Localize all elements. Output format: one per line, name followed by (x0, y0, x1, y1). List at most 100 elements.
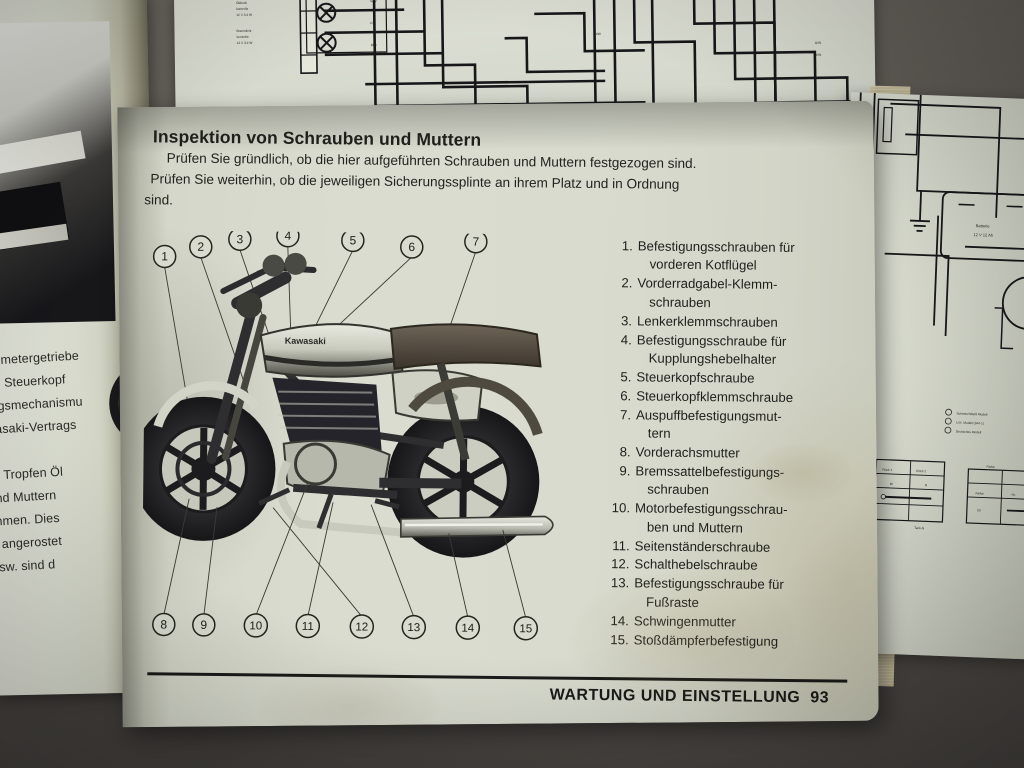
svg-text:Öldruck: Öldruck (236, 1, 247, 5)
svg-text:15: 15 (519, 623, 532, 635)
list-item-text: Vorderradgabel-Klemm-schrauben (637, 275, 778, 310)
list-item-number: 8. (619, 444, 631, 460)
svg-text:13: 13 (407, 622, 420, 634)
list-item-number: 10. (611, 500, 631, 516)
main-book-page: Inspektion von Schrauben und Muttern Prü… (117, 100, 879, 728)
svg-text:kontrolle: kontrolle (236, 7, 248, 11)
svg-text:12 V 12 Ah: 12 V 12 Ah (973, 232, 993, 238)
list-item-number: 5. (620, 369, 632, 385)
list-item-text: Stoßdämpferbefestigung (633, 631, 779, 649)
list-item-text: Motorbefestigungsschrau-ben und Muttern (634, 500, 788, 536)
list-item-text: Bremssattelbefestigungs-schrauben (635, 463, 785, 498)
list-item-number: 1. (621, 238, 633, 254)
list-item-text: Schalthebelschraube (634, 556, 758, 574)
list-item-number: 13. (610, 575, 630, 591)
motorcycle-figure: Kawasaki (141, 230, 578, 655)
page-content: Inspektion von Schrauben und Muttern Prü… (141, 126, 859, 707)
svg-text:12 V 3,4 W: 12 V 3,4 W (236, 13, 252, 17)
left-page-photo (0, 21, 116, 324)
callout-9: 9 (192, 613, 216, 637)
diagram-top-labels: Öldruck kontrolle 12 V 3,4 W Bremslicht … (236, 1, 253, 45)
list-item: 11. Seitenständerschraube (609, 537, 859, 558)
svg-text:R/W: R/W (595, 32, 601, 36)
motorcycle-figure-svg: Kawasaki (141, 230, 554, 641)
svg-text:3: 3 (236, 232, 243, 246)
svg-text:Tank-N: Tank-N (914, 526, 925, 530)
list-item-text: Schwingenmutter (633, 613, 736, 630)
callout-13: 13 (401, 614, 427, 640)
svg-text:G/W: G/W (370, 0, 376, 3)
callout-2: 2 (189, 235, 213, 259)
svg-text:7: 7 (472, 235, 479, 249)
list-item: 9. Bremssattelbefestigungs-schrauben (609, 462, 859, 501)
figure-and-list: Kawasaki (141, 230, 857, 667)
list-item: 14. Schwingenmutter (608, 612, 858, 633)
svg-text:Nr.: Nr. (1011, 493, 1015, 497)
callout-6: 6 (400, 235, 424, 259)
list-item-text: Seitenständerschraube (634, 537, 771, 555)
left-page-text: Tachometergetriebe welle, Steuerkopf ndu… (0, 342, 129, 580)
svg-text:U.K. Modell (344-1): U.K. Modell (344-1) (956, 420, 984, 425)
motorcycle-illustration: Kawasaki (141, 252, 554, 558)
list-item-number: 6. (620, 387, 632, 404)
callout-15: 15 (513, 616, 539, 641)
svg-text:R: R (925, 483, 928, 487)
svg-text:Ch: Ch (977, 508, 981, 512)
svg-text:Bremslicht: Bremslicht (236, 29, 251, 33)
list-item-number: 14. (610, 612, 629, 628)
svg-text:Rück 2: Rück 2 (916, 469, 926, 473)
callouts-top: 1 2 3 4 (152, 230, 488, 269)
switch-table-b: Farbe Farbe Nr. Ch (965, 465, 1024, 527)
battery-symbol: Batterie 12 V 12 Ah (939, 191, 1024, 263)
svg-text:Bl: Bl (890, 482, 893, 486)
page-number: 93 (810, 689, 830, 707)
svg-text:R: R (370, 21, 373, 25)
svg-text:1: 1 (161, 249, 168, 263)
list-item: 6. Steuerkopfklemmschraube (610, 387, 860, 408)
svg-text:11: 11 (302, 621, 314, 633)
list-item: 15. Stoßdämpferbefestigung (608, 631, 858, 652)
svg-text:6: 6 (408, 240, 415, 254)
list-item: 12. Schalthebelschraube (608, 556, 858, 577)
list-item: 3. Lenkerklemmschrauben (611, 312, 861, 333)
svg-text:Deutsches Modell: Deutsches Modell (956, 429, 982, 434)
list-item-text: Vorderachsmutter (635, 444, 740, 461)
list-item-text: Steuerkopfschraube (636, 369, 755, 386)
list-item: 8. Vorderachsmutter (610, 443, 860, 464)
svg-text:2: 2 (197, 240, 204, 254)
callout-12: 12 (349, 614, 375, 639)
svg-text:10: 10 (249, 620, 262, 632)
svg-text:G/W: G/W (815, 41, 821, 45)
tank-logo: Kawasaki (285, 336, 326, 346)
callout-leader-lines-bottom (163, 483, 527, 619)
callout-1: 1 (152, 244, 177, 269)
list-item-number: 15. (610, 631, 629, 647)
footer-divider (147, 672, 848, 683)
callout-3: 3 (228, 230, 252, 251)
callouts-bottom: 8 9 10 11 (152, 612, 539, 641)
list-item-number: 9. (619, 463, 631, 479)
list-item-text: Steuerkopfklemmschraube (636, 388, 794, 405)
svg-text:R/W: R/W (815, 53, 821, 57)
list-item: 7. Auspuffbefestigungsmut-tern (610, 406, 860, 445)
list-item-number: 12. (611, 556, 630, 572)
svg-text:12 V 3,4 W: 12 V 3,4 W (237, 41, 253, 45)
svg-text:Schwarz/Weiß Modell: Schwarz/Weiß Modell (956, 411, 987, 416)
callout-5: 5 (341, 230, 365, 253)
callout-7: 7 (464, 230, 488, 254)
svg-text:12: 12 (355, 621, 368, 633)
diagram-legend: Schwarz/Weiß Modell U.K. Modell (344-1) … (944, 408, 988, 434)
list-item-text: Lenkerklemmschrauben (636, 313, 778, 330)
svg-text:8: 8 (160, 617, 167, 631)
svg-text:14: 14 (461, 623, 475, 635)
list-item-text: Auspuffbefestigungsmut-tern (635, 407, 782, 441)
list-item: 2. Vorderradgabel-Klemm-schrauben (611, 274, 861, 313)
